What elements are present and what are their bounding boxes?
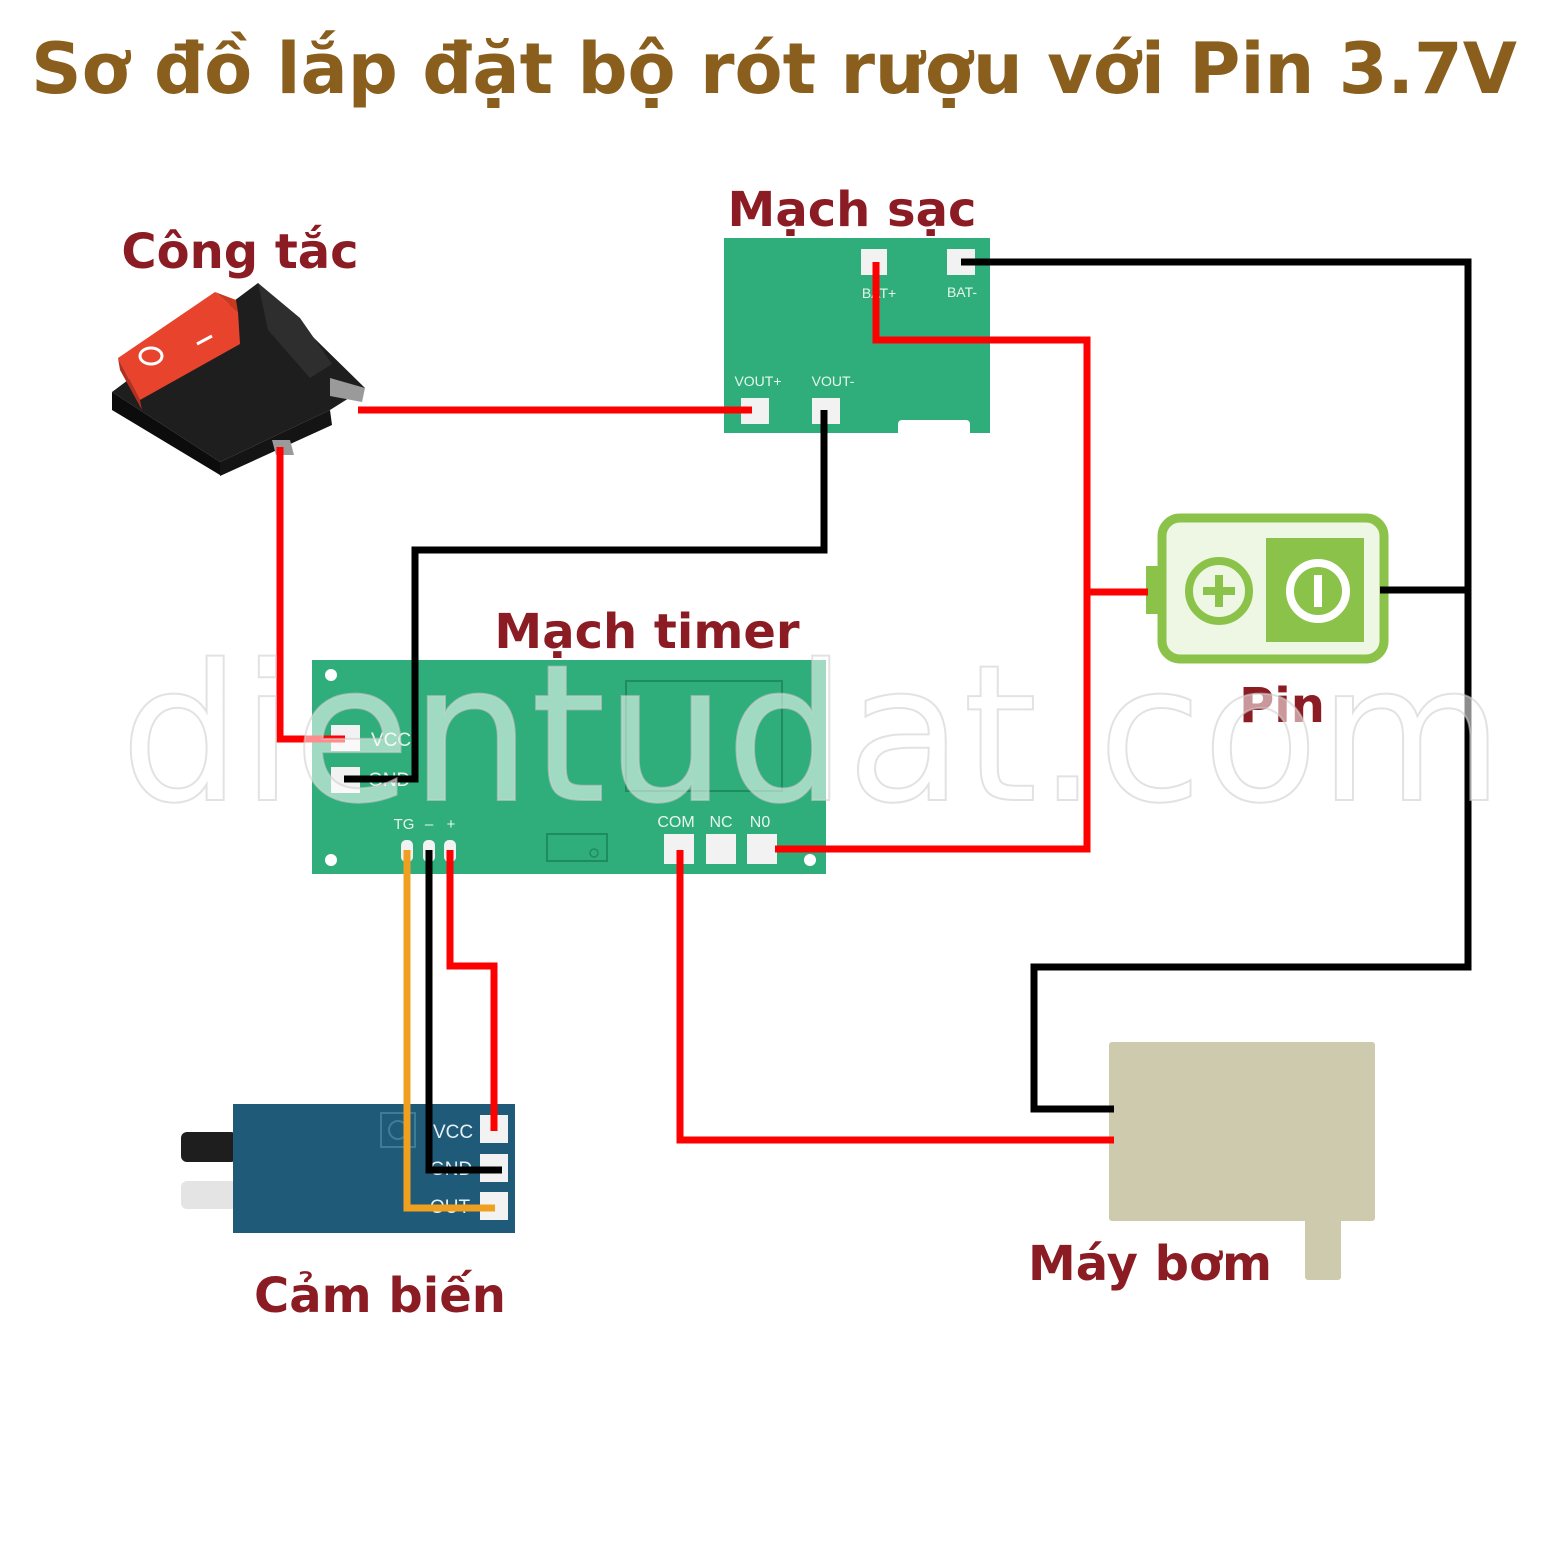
wire-sensor-gnd <box>425 850 502 1174</box>
timer-pin-tg: TG <box>394 816 415 833</box>
charger-pin-bat-minus: BAT- <box>947 284 977 300</box>
wires <box>276 258 1472 1212</box>
timer-pad-nc <box>706 834 736 864</box>
sensor-pin-vcc: VCC <box>433 1122 473 1143</box>
timer-pin-vcc: VCC <box>371 730 411 751</box>
timer-pin-plus: + <box>447 816 456 833</box>
timer-board: VCC GND TG – + COM NC N0 <box>312 660 826 874</box>
page-title: Sơ đồ lắp đặt bộ rót rượu với Pin 3.7V <box>31 28 1517 110</box>
battery-label: Pin <box>1239 678 1325 734</box>
charger-pin-vout-plus: VOUT+ <box>734 373 781 389</box>
wire-sensor-out <box>403 850 495 1212</box>
sensor-label: Cảm biến <box>254 1268 506 1324</box>
timer-pin-com: COM <box>657 814 694 831</box>
timer-pin-no: N0 <box>750 814 771 831</box>
charger-pin-vout-minus: VOUT- <box>812 373 855 389</box>
switch-label: Công tắc <box>121 224 358 280</box>
watermark: dientudat.com <box>120 624 1503 845</box>
wire-bat-plus <box>775 262 1091 853</box>
rocker-switch-icon <box>112 283 365 476</box>
wire-switch-timer-vcc <box>276 447 345 743</box>
timer-pin-nc: NC <box>709 814 732 831</box>
timer-pin-minus: – <box>425 816 434 833</box>
battery-icon <box>1146 513 1389 664</box>
wire-bat-minus <box>961 258 1472 1113</box>
timer-pad-no <box>747 834 777 864</box>
pump-label: Máy bơm <box>1028 1236 1272 1292</box>
timer-label: Mạch timer <box>494 604 799 660</box>
pump-body <box>1109 1042 1375 1280</box>
wire-com-pump <box>676 850 1114 1144</box>
wire-sensor-vcc <box>446 850 498 1131</box>
wire-vout-minus-timer-gnd <box>344 410 828 783</box>
charger-label: Mạch sạc <box>728 182 977 238</box>
